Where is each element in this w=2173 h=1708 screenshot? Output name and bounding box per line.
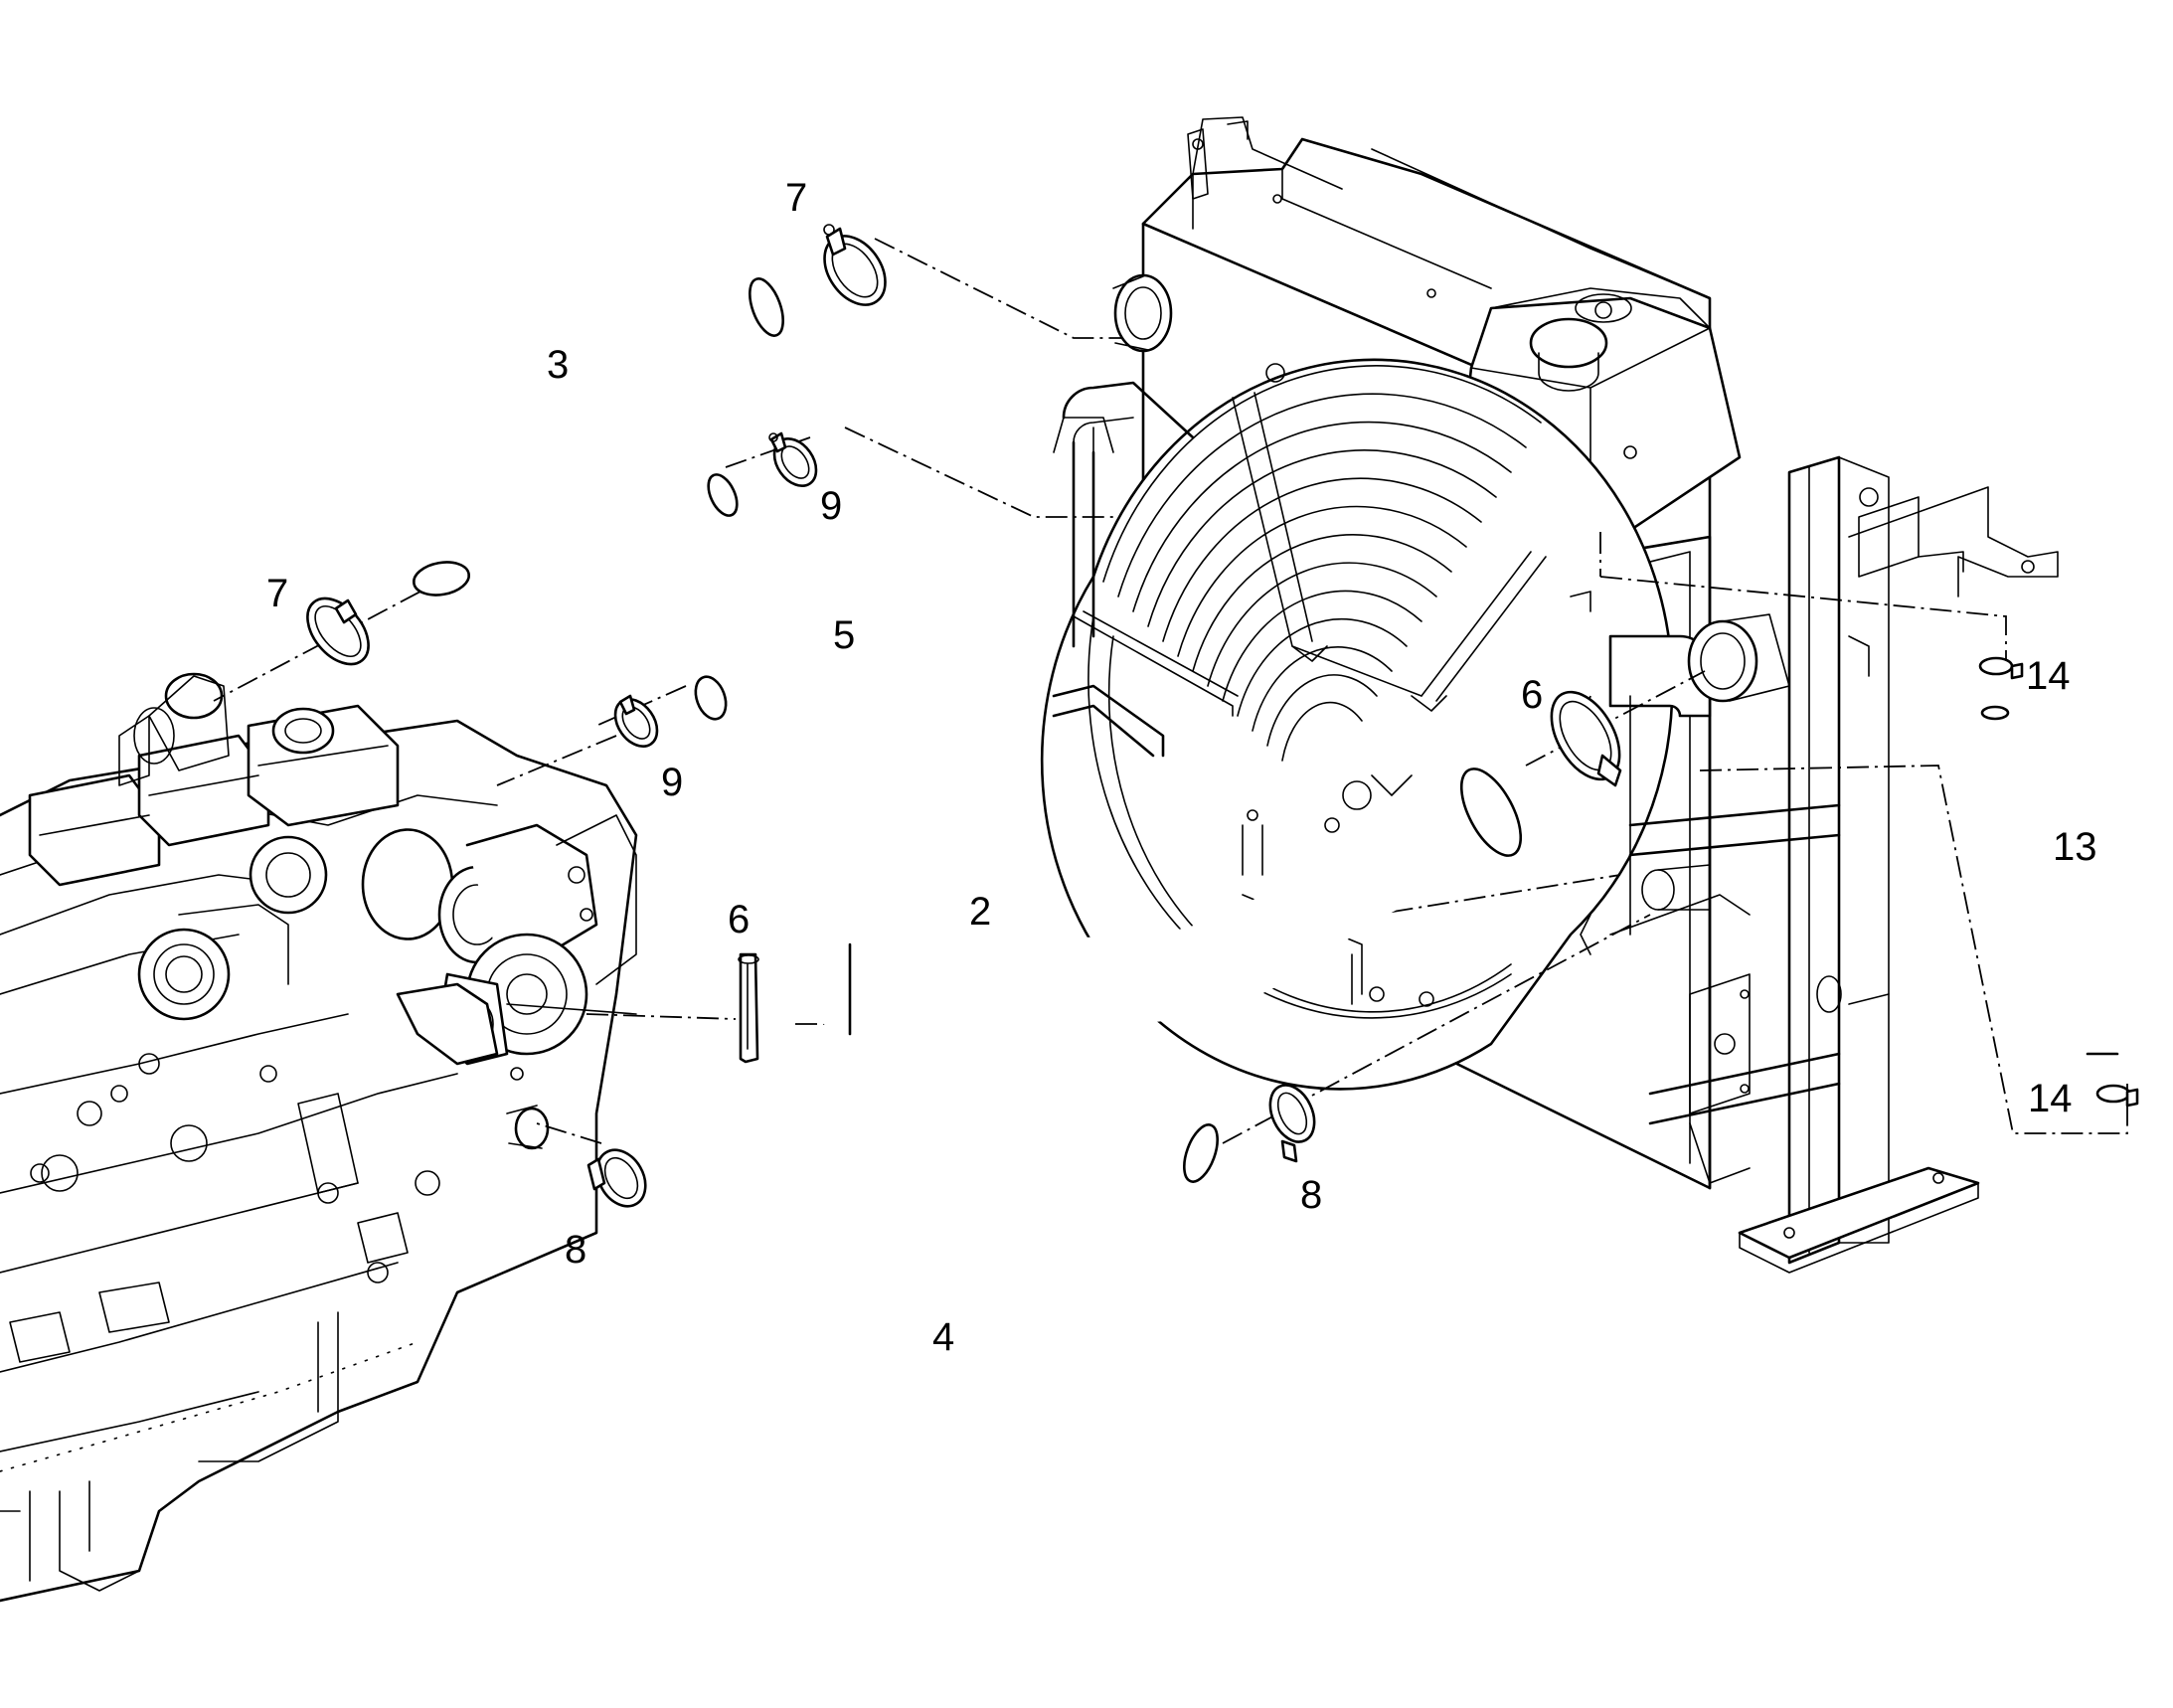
hose-4: [672, 1123, 1219, 1322]
clamp-8-right: [1268, 1084, 1316, 1163]
clamp-9-upper: [768, 431, 818, 487]
clamp-8-left: [586, 1148, 647, 1208]
clamp-6-right: [1550, 690, 1622, 787]
callout-4: 4: [932, 1315, 954, 1359]
callout-6-clamp: 6: [1521, 673, 1543, 717]
radiator-assembly: [1040, 116, 2059, 1274]
clamp-14-lower: [2095, 1084, 2139, 1108]
engine-assembly: [0, 672, 638, 1603]
clamp-7-lower: [306, 597, 370, 666]
callout-9-upper: 9: [820, 484, 842, 528]
hose-5: [573, 473, 818, 721]
clamp-9-lower: [613, 694, 659, 748]
callouts: 2 3 4 5 6 6 7 7 8 8 9 9 13 14 14: [266, 176, 2097, 1359]
hose-13: [1980, 703, 2119, 1067]
callout-6-strap: 6: [728, 898, 750, 941]
callout-7-lower: 7: [266, 572, 288, 615]
clamp-6-strap: [738, 952, 759, 1064]
clamp-7-upper: [823, 224, 887, 306]
callout-5: 5: [833, 613, 855, 657]
callout-2: 2: [969, 890, 991, 934]
callout-7-upper: 7: [785, 176, 807, 220]
clamp-14-upper: [1978, 656, 2024, 680]
callout-9-lower: 9: [661, 761, 683, 804]
callout-8-left: 8: [565, 1228, 586, 1272]
hose-3: [412, 277, 784, 603]
callout-14-lower: 14: [2028, 1077, 2073, 1120]
hose-2: [806, 768, 1525, 1036]
callout-3: 3: [547, 343, 569, 387]
callout-8-right: 8: [1300, 1173, 1322, 1217]
callout-13: 13: [2053, 825, 2097, 869]
callout-14-upper: 14: [2026, 654, 2071, 698]
